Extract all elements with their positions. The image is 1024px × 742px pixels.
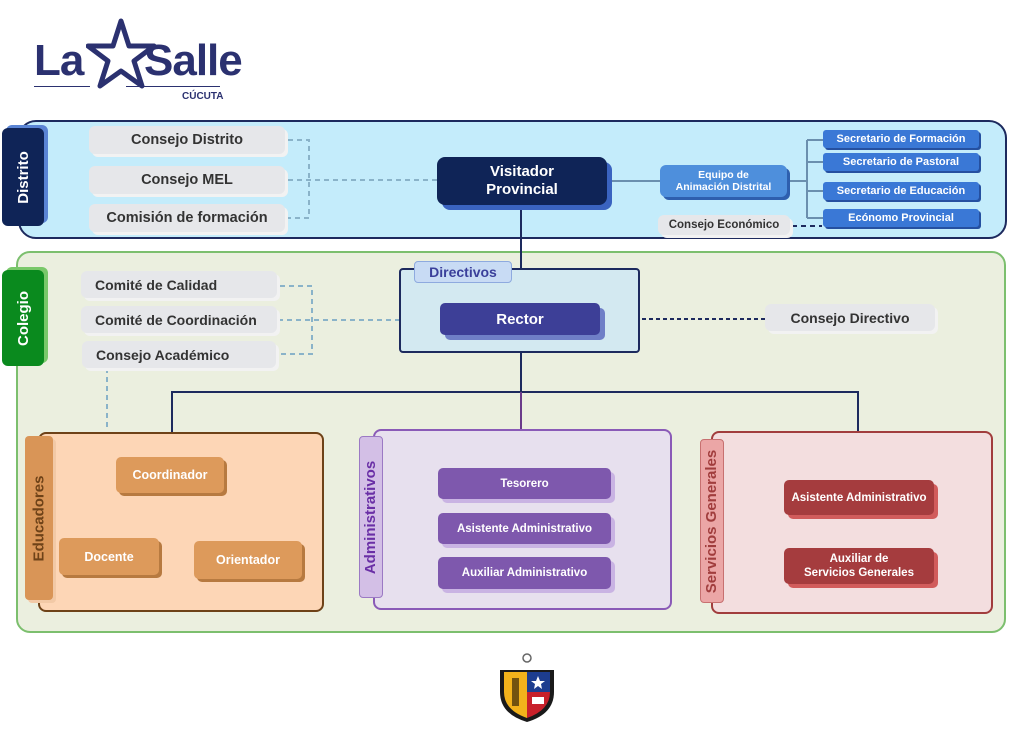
servicios-generales-tab: Servicios Generales — [700, 439, 724, 603]
auxiliar-servicios-node[interactable]: Auxiliar de Servicios Generales — [784, 548, 934, 584]
visitador-line2: Provincial — [486, 181, 558, 198]
equipo-line2: Animación Distrital — [675, 181, 772, 193]
logo-divider — [126, 86, 220, 87]
committee-coordinacion[interactable]: Comité de Coordinación — [81, 306, 277, 333]
consejo-directivo-node[interactable]: Consejo Directivo — [765, 304, 935, 331]
colegio-tab: Colegio — [2, 270, 44, 366]
servicios-asistente-node[interactable]: Asistente Administrativo — [784, 480, 934, 515]
auxiliar-line2: Servicios Generales — [804, 567, 914, 579]
orientador-node[interactable]: Orientador — [194, 541, 302, 579]
consejo-economico-node[interactable]: Consejo Económico — [658, 215, 790, 235]
logo-city: CÚCUTA — [182, 91, 224, 102]
rector-node[interactable]: Rector — [440, 303, 600, 335]
council-consejo-mel[interactable]: Consejo MEL — [89, 166, 285, 194]
distrito-tab: Distrito — [2, 128, 44, 226]
consejo-academico[interactable]: Consejo Académico — [82, 341, 276, 368]
secretario-pastoral-node[interactable]: Secretario de Pastoral — [823, 153, 979, 171]
docente-node[interactable]: Docente — [59, 538, 159, 575]
la-salle-logo: La Salle CÚCUTA — [34, 18, 243, 104]
directivos-label: Directivos — [414, 261, 512, 283]
educadores-tab: Educadores — [25, 436, 53, 600]
council-consejo-distrito[interactable]: Consejo Distrito — [89, 126, 285, 154]
auxiliar-administrativo-node[interactable]: Auxiliar Administrativo — [438, 557, 611, 589]
logo-text-salle: Salle — [144, 36, 243, 85]
tesorero-node[interactable]: Tesorero — [438, 468, 611, 499]
servicios-generales-panel — [711, 431, 993, 614]
logo-divider — [34, 86, 90, 87]
economo-provincial-node[interactable]: Ecónomo Provincial — [823, 209, 979, 227]
equipo-line1: Equipo de — [698, 169, 749, 181]
coordinador-node[interactable]: Coordinador — [116, 457, 224, 493]
visitador-line1: Visitador — [490, 163, 554, 180]
logo-text-la: La — [34, 36, 84, 85]
asistente-administrativo-node[interactable]: Asistente Administrativo — [438, 513, 611, 544]
administrativos-tab: Administrativos — [359, 436, 383, 598]
council-comision-formacion[interactable]: Comisión de formación — [89, 204, 285, 232]
committee-calidad[interactable]: Comité de Calidad — [81, 271, 277, 298]
secretario-educacion-node[interactable]: Secretario de Educación — [823, 182, 979, 200]
auxiliar-line1: Auxiliar de — [829, 553, 889, 565]
school-crest-icon — [500, 653, 554, 722]
star-outline-icon — [86, 18, 156, 89]
secretario-formacion-node[interactable]: Secretario de Formación — [823, 130, 979, 148]
